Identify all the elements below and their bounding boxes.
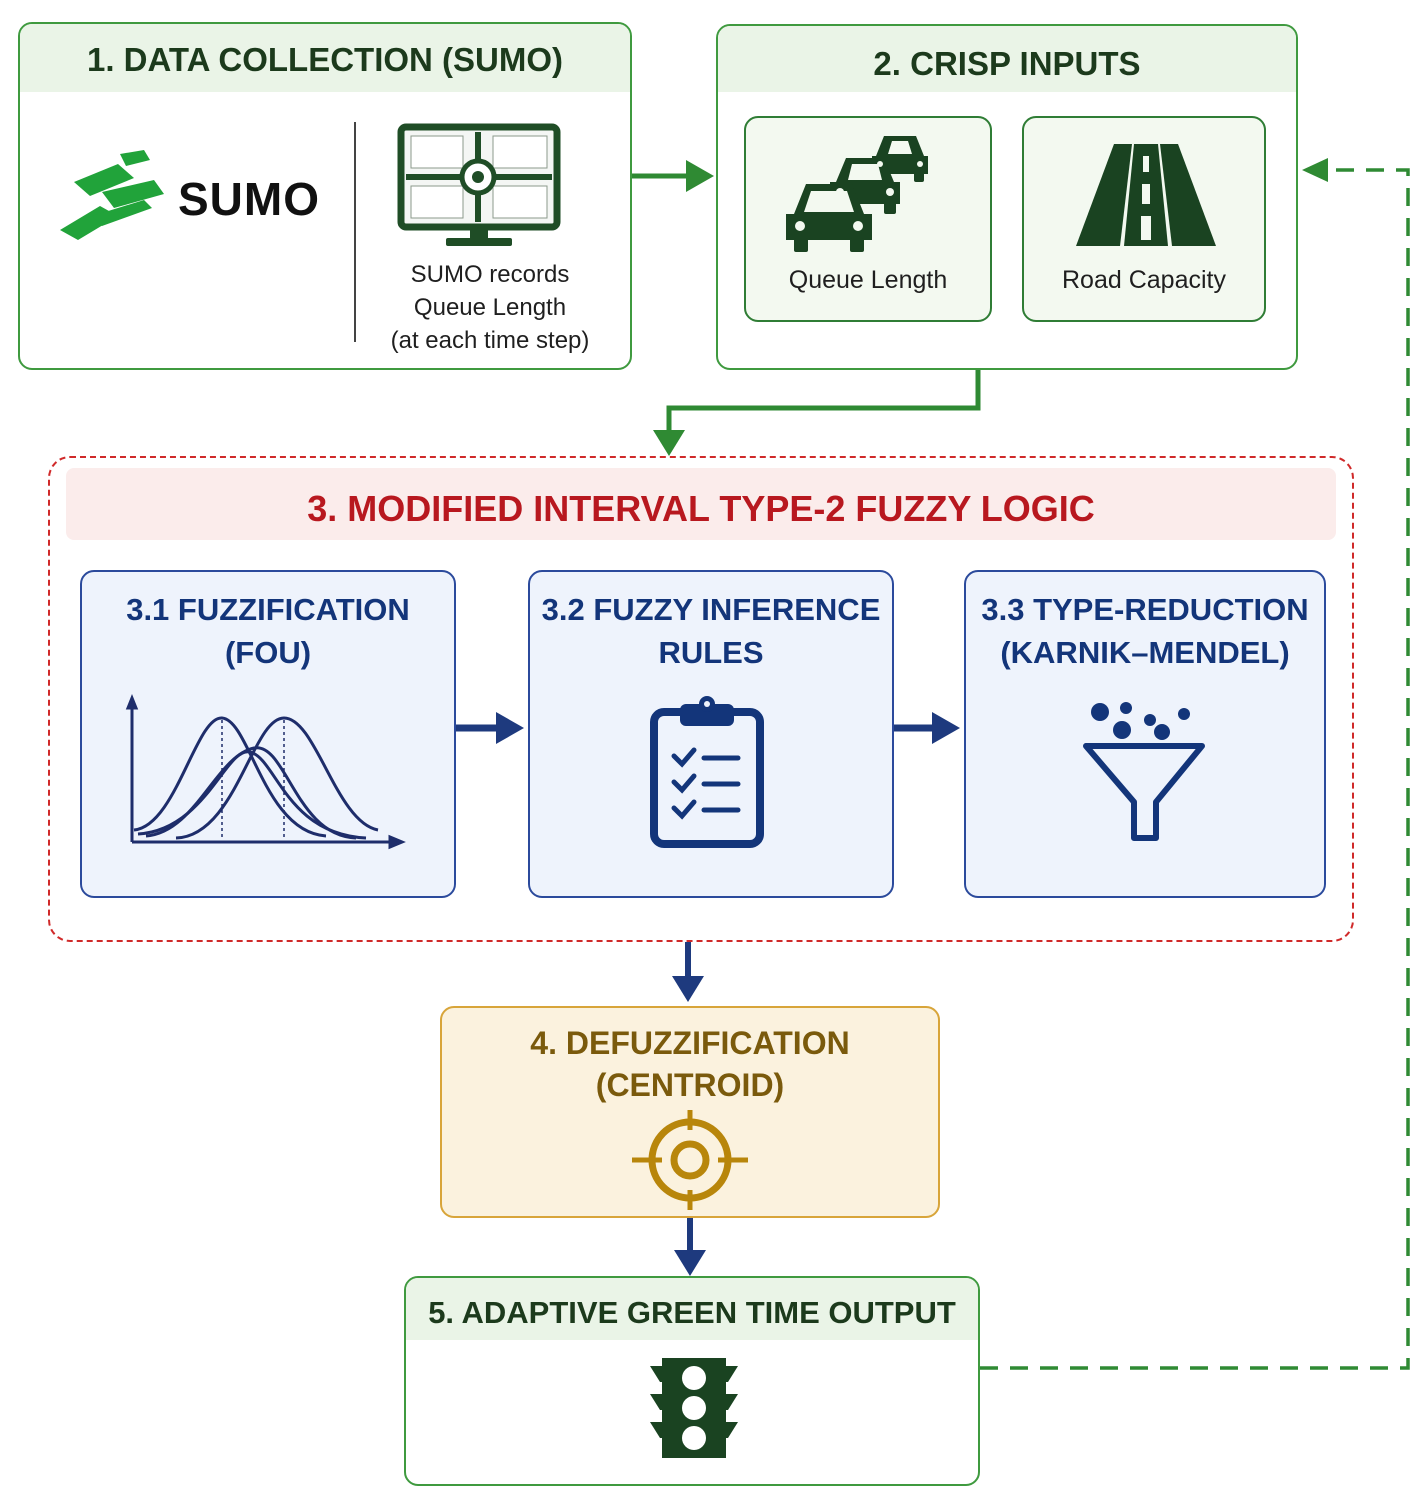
inference-rules-title-line: RULES <box>658 635 764 670</box>
fou-curves-icon <box>125 693 406 850</box>
queue-length-card: Queue Length <box>744 116 992 322</box>
traffic-light-icon <box>650 1358 738 1458</box>
inference-rules-title-line: 3.2 FUZZY INFERENCE <box>541 592 881 627</box>
arrow-inputs-to-fuzzy <box>653 370 981 456</box>
sumo-caption-line: (at each time step) <box>390 327 590 354</box>
type-reduction-title-line: (KARNIK–MENDEL) <box>1000 635 1290 670</box>
arrow-collection-to-inputs <box>632 160 714 192</box>
crisp-inputs-panel: 2. CRISP INPUTS <box>716 24 1298 370</box>
crisp-inputs-title: 2. CRISP INPUTS <box>873 45 1141 82</box>
road-capacity-card: Road Capacity <box>1022 116 1266 322</box>
sumo-logo-text: SUMO <box>178 173 320 225</box>
fuzzification-title-line: 3.1 FUZZIFICATION <box>126 592 410 627</box>
data-collection-title: 1. DATA COLLECTION (SUMO) <box>86 41 564 78</box>
fuzzy-logic-title: 3. MODIFIED INTERVAL TYPE-2 FUZZY LOGIC <box>307 488 1095 529</box>
arrow-fuzzy-to-defuzz <box>672 942 704 1002</box>
sumo-caption-line: Queue Length <box>413 294 567 321</box>
output-title: 5. ADAPTIVE GREEN TIME OUTPUT <box>428 1295 956 1330</box>
defuzzification-title-line: (CENTROID) <box>595 1067 785 1103</box>
defuzzification-panel: 4. DEFUZZIFICATION (CENTROID) <box>440 1006 940 1218</box>
data-collection-panel: 1. DATA COLLECTION (SUMO) SUMO SUMO reco… <box>18 22 632 370</box>
arrow-fuzzification-to-inference <box>456 712 524 744</box>
arrow-inference-to-type-reduction <box>894 712 960 744</box>
feedback-loop-arrow <box>980 158 1410 1370</box>
clipboard-checklist-icon <box>650 696 764 848</box>
type-reduction-card: 3.3 TYPE-REDUCTION (KARNIK–MENDEL) <box>964 570 1326 898</box>
inference-rules-card: 3.2 FUZZY INFERENCE RULES <box>528 570 894 898</box>
data-collection-header: 1. DATA COLLECTION (SUMO) <box>20 24 630 92</box>
inference-rules-title: 3.2 FUZZY INFERENCE RULES <box>530 588 892 674</box>
sumo-caption-line: SUMO records <box>410 261 570 288</box>
type-reduction-title: 3.3 TYPE-REDUCTION (KARNIK–MENDEL) <box>966 588 1324 674</box>
output-panel: 5. ADAPTIVE GREEN TIME OUTPUT <box>404 1276 980 1486</box>
crisp-inputs-header: 2. CRISP INPUTS <box>718 26 1296 92</box>
type-reduction-title-line: 3.3 TYPE-REDUCTION <box>981 592 1309 627</box>
output-header: 5. ADAPTIVE GREEN TIME OUTPUT <box>406 1278 978 1340</box>
sumo-logo-icon <box>60 150 164 240</box>
fuzzification-title-line: (FOU) <box>224 635 312 670</box>
funnel-icon <box>1083 702 1205 841</box>
monitor-map-icon <box>397 123 561 246</box>
fuzzy-logic-panel: 3. MODIFIED INTERVAL TYPE-2 FUZZY LOGIC … <box>48 456 1354 942</box>
queue-length-label: Queue Length <box>788 266 948 294</box>
cars-queue-icon <box>786 136 928 252</box>
fuzzification-title: 3.1 FUZZIFICATION (FOU) <box>82 588 454 674</box>
arrow-defuzz-to-output <box>674 1218 706 1276</box>
target-icon <box>632 1110 748 1210</box>
road-capacity-label: Road Capacity <box>1062 266 1226 294</box>
fuzzification-card: 3.1 FUZZIFICATION (FOU) <box>80 570 456 898</box>
panel-divider <box>354 122 356 342</box>
fuzzy-logic-header: 3. MODIFIED INTERVAL TYPE-2 FUZZY LOGIC <box>66 468 1336 540</box>
defuzzification-title: 4. DEFUZZIFICATION (CENTROID) <box>442 1022 938 1106</box>
defuzzification-title-line: 4. DEFUZZIFICATION <box>530 1025 850 1061</box>
sumo-caption: SUMO records Queue Length (at each time … <box>370 258 610 357</box>
road-icon <box>1076 144 1216 246</box>
